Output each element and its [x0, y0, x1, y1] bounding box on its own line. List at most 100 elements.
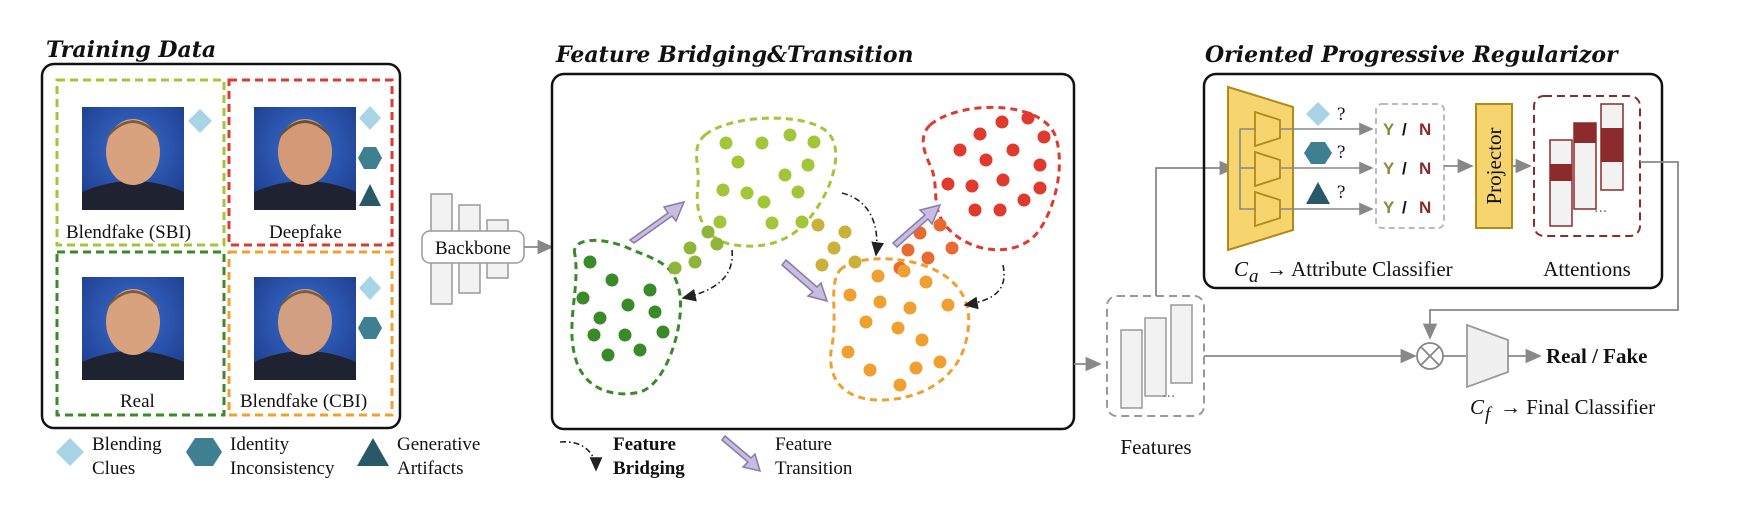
cell-cbi-border — [227, 250, 394, 417]
legend-bridging-line1: Feature — [613, 434, 676, 455]
feature-dot — [1021, 111, 1035, 125]
yn-row-1: Y / N — [1383, 120, 1431, 139]
svg-text:f: f — [1485, 404, 1493, 425]
regularizor-box — [1202, 72, 1664, 290]
legend-bridging-line2: Bridging — [613, 458, 685, 479]
features-icon: ... — [1120, 304, 1193, 409]
backbone-label: Backbone — [435, 238, 511, 259]
svg-text:→ Final Classifier: → Final Classifier — [1500, 395, 1655, 419]
question-mark-generative: ? — [1337, 182, 1345, 203]
feature-dot — [897, 264, 911, 278]
feature-dot — [633, 343, 647, 357]
blending-clues-icon — [188, 109, 212, 133]
feature-dot — [795, 215, 809, 229]
legend-generative-line1: Generative — [397, 434, 480, 455]
feature-dot — [863, 363, 877, 377]
legend-generative-line2: Artifacts — [397, 458, 463, 479]
feature-dot — [713, 215, 727, 229]
feature-dot — [965, 179, 979, 193]
feature-dots — [576, 111, 1051, 392]
feature-dot — [801, 158, 815, 172]
feature-dot — [901, 243, 915, 257]
svg-text:Y: Y — [1383, 120, 1395, 139]
feature-dot — [587, 328, 601, 342]
feature-dot — [909, 361, 923, 375]
attention-maps-icon: ... — [1549, 103, 1624, 227]
feature-dot — [1033, 181, 1047, 195]
cell-real-border — [55, 250, 226, 417]
feature-dot — [731, 155, 745, 169]
title-training-data: Training Data — [46, 37, 216, 63]
arrow-features-to-classifier — [1155, 160, 1236, 296]
cluster-cbi-outline — [829, 257, 971, 402]
feature-dot — [701, 225, 715, 239]
feature-bridging-arrow — [681, 249, 733, 302]
title-regularizor: Oriented Progressive Regularizor — [1205, 42, 1619, 68]
feature-dot — [933, 218, 947, 232]
cluster-real-outline — [570, 238, 683, 396]
feature-dot — [995, 115, 1009, 129]
training-data-box — [40, 62, 402, 430]
feature-bridging-box — [550, 72, 1076, 431]
feature-dot — [688, 255, 702, 269]
projector-block — [1475, 103, 1513, 229]
blending-clues-icon — [359, 106, 381, 130]
feature-dot — [945, 241, 959, 255]
feature-bridging-arrow — [841, 192, 885, 257]
svg-text:Y: Y — [1383, 198, 1395, 217]
blending-clues-icon — [359, 276, 381, 300]
feature-dot — [605, 273, 619, 287]
feature-transition-arrow — [628, 200, 686, 244]
final-classifier-block — [1466, 323, 1509, 389]
feature-dot — [827, 241, 841, 255]
feature-dot — [811, 218, 825, 232]
feature-bridging-arrow — [963, 264, 1005, 310]
svg-text:/: / — [1402, 159, 1407, 178]
feature-dot — [583, 255, 597, 269]
label-real: Real — [120, 391, 155, 412]
feature-dot — [973, 127, 987, 141]
cell-deepfake-border — [227, 78, 394, 247]
generative-artifacts-icon — [1306, 182, 1330, 204]
feature-dot — [979, 153, 993, 167]
feature-dot — [740, 186, 754, 200]
final-classifier-label: C f → Final Classifier — [1470, 395, 1655, 425]
feature-dot — [873, 295, 887, 309]
label-cbi: Blendfake (CBI) — [240, 391, 367, 412]
classifier-internal-lines — [1239, 122, 1374, 216]
svg-text:/: / — [1402, 120, 1407, 139]
svg-text:→ Attribute Classifier: → Attribute Classifier — [1266, 257, 1453, 281]
feature-dot — [941, 177, 955, 191]
identity-inconsistency-icon — [1304, 142, 1332, 164]
svg-text:N: N — [1419, 198, 1431, 217]
feature-dot — [953, 143, 967, 157]
legend-bridging-icon — [559, 441, 603, 472]
label-deepfake: Deepfake — [269, 222, 342, 243]
feature-dot — [648, 305, 662, 319]
svg-text:N: N — [1419, 159, 1431, 178]
feature-dot — [791, 185, 805, 199]
feature-dot — [656, 325, 670, 339]
feature-dot — [915, 333, 929, 347]
blending-clues-icon — [1306, 102, 1330, 126]
feature-dot — [765, 216, 779, 230]
feature-dot — [807, 135, 821, 149]
feature-dot — [576, 291, 590, 305]
identity-inconsistency-icon — [358, 147, 382, 169]
feature-dot — [783, 128, 797, 142]
feature-dot — [871, 269, 885, 283]
face-image-cbi — [254, 277, 356, 380]
feature-transition-arrow — [780, 258, 829, 303]
feature-dot — [996, 173, 1010, 187]
feature-dot — [618, 328, 632, 342]
classifier-heads — [1254, 110, 1281, 228]
generative-artifacts-icon — [359, 184, 381, 206]
legend-blending-icon — [56, 438, 84, 466]
cell-sbi-border — [55, 78, 226, 247]
feature-dot — [968, 203, 982, 217]
cluster-sbi-outline — [695, 116, 838, 248]
svg-text:...: ... — [1594, 200, 1607, 216]
feature-dot — [933, 355, 947, 369]
yn-row-2: Y / N — [1383, 159, 1431, 178]
